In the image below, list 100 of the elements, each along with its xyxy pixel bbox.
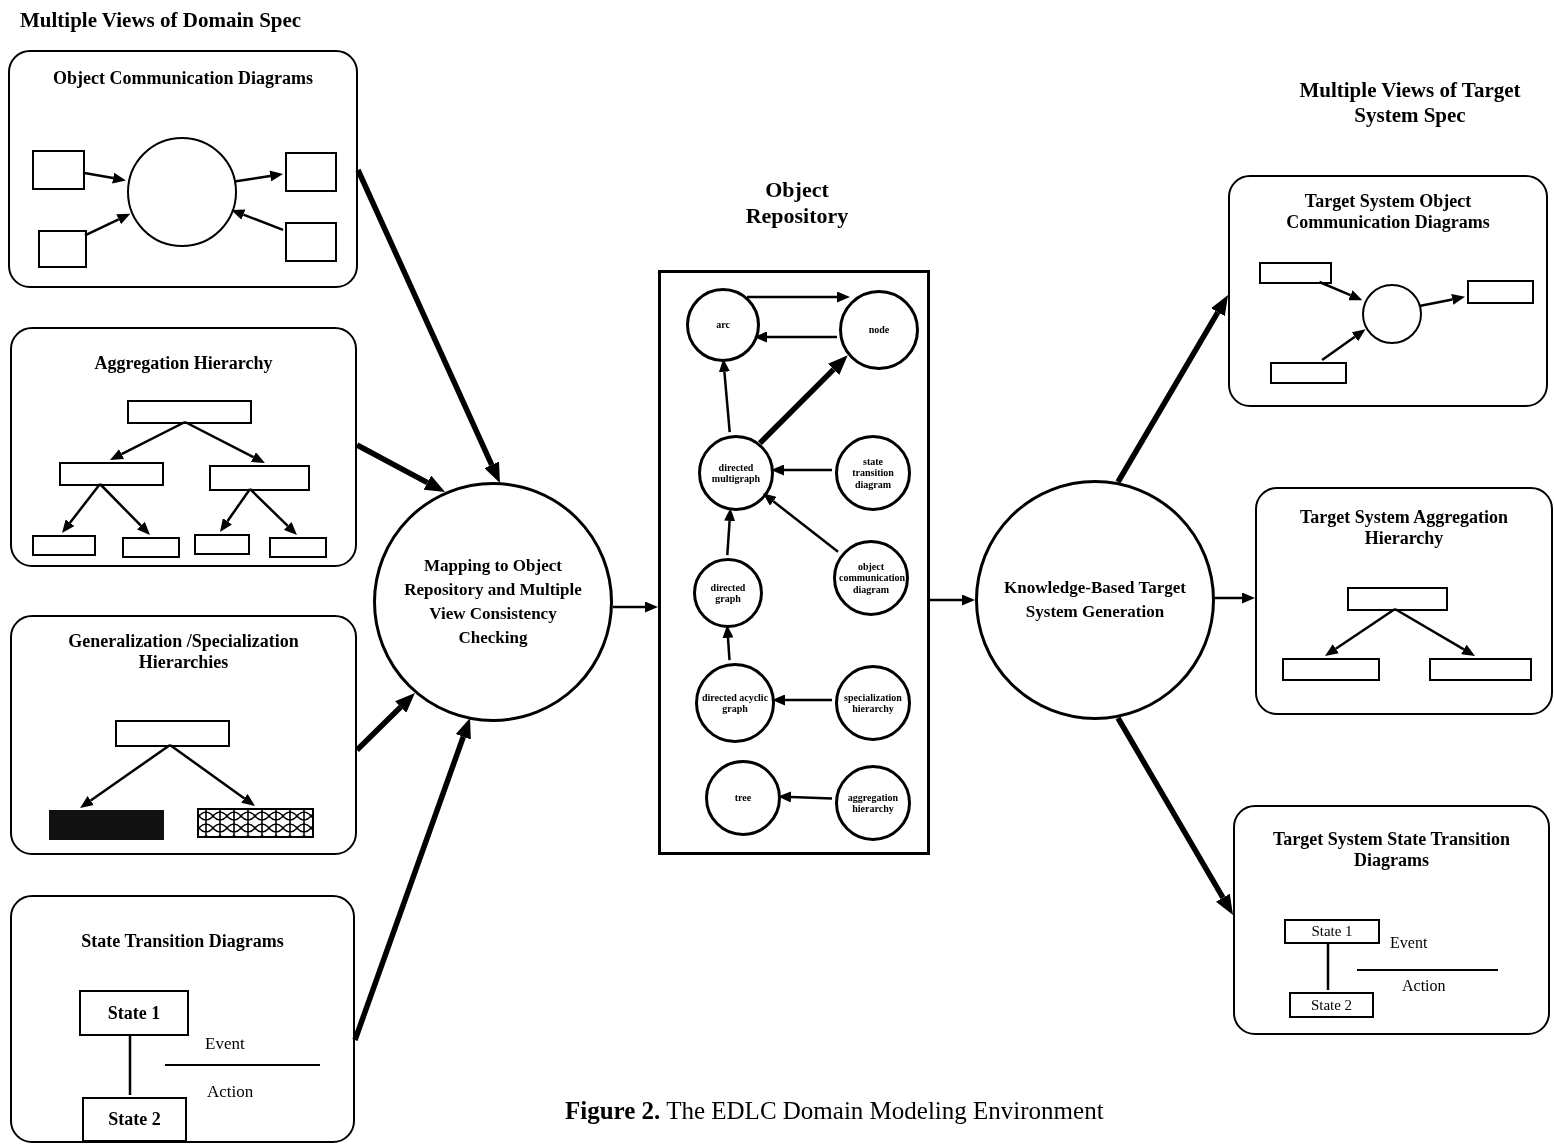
arrow [80, 743, 171, 808]
panel-title: Object Communication Diagrams [52, 68, 314, 89]
arrow [355, 692, 415, 752]
object-circle [1362, 284, 1422, 344]
object-box [269, 537, 327, 558]
hatched-box [197, 808, 314, 838]
arrow [110, 420, 186, 460]
concept-label: specialization hierarchy [843, 691, 903, 715]
concept-label: object communication diagram [839, 560, 903, 596]
concept-label: arc [715, 319, 731, 331]
object-box [38, 230, 87, 268]
arrow [1115, 716, 1233, 915]
group-heading: Multiple Views of Domain Spec [20, 8, 303, 33]
object-box [122, 537, 180, 558]
arrow [84, 213, 131, 237]
figure-caption: Figure 2. The EDLC Domain Modeling Environment [565, 1097, 1104, 1125]
arrow [82, 171, 126, 184]
arrow [1115, 294, 1229, 484]
arrow [249, 488, 297, 535]
concept-circle [705, 760, 781, 836]
process-circle [975, 480, 1215, 720]
arrow [771, 464, 832, 476]
state-label: State 2 [108, 1109, 161, 1130]
connector-line [128, 1034, 132, 1095]
object-box [1270, 362, 1347, 384]
panel-title: Target System Aggregation Hierarchy [1299, 507, 1509, 549]
concept-circle [833, 540, 909, 616]
object-box [1429, 658, 1532, 681]
arrow [757, 355, 848, 446]
panel-title: State Transition Diagrams [80, 931, 285, 952]
object-box [32, 535, 96, 556]
concept-circle [698, 435, 774, 511]
arrow [1325, 607, 1396, 657]
transition-label: Action [1402, 977, 1447, 995]
view-panel [8, 50, 358, 288]
arrow [763, 493, 839, 553]
object-box [285, 222, 337, 262]
arrow [234, 170, 284, 183]
arrow [62, 483, 101, 533]
concept-circle [835, 435, 911, 511]
arrow [1394, 607, 1475, 656]
arrow [1321, 329, 1366, 361]
object-box [115, 720, 230, 747]
state-box [82, 1097, 187, 1142]
arrow [99, 483, 150, 535]
arrow [355, 168, 500, 483]
arrow [747, 291, 850, 303]
arrow [1419, 294, 1466, 308]
arrow [772, 694, 832, 706]
object-box [127, 400, 252, 424]
object-circle [127, 137, 237, 247]
arrow [1318, 280, 1363, 301]
arrow [613, 601, 658, 613]
arrow [184, 420, 265, 464]
concept-label: aggregation hierarchy [846, 791, 900, 815]
state-label: State 1 [1311, 923, 1353, 940]
concept-circle [695, 663, 775, 743]
arrow [930, 594, 975, 606]
concept-circle [686, 288, 760, 362]
transition-label: Event [1390, 934, 1429, 952]
object-box [1282, 658, 1380, 681]
arrow [352, 717, 471, 1041]
object-box [285, 152, 337, 192]
transition-label: Event [205, 1034, 246, 1054]
object-box [32, 150, 85, 190]
group-heading: Multiple Views of Target System Spec [1298, 78, 1522, 128]
arrow [231, 209, 284, 232]
arrow [219, 488, 252, 532]
object-box [194, 534, 250, 555]
panel-title: Aggregation Hierarchy [93, 353, 274, 374]
concept-circle [835, 765, 911, 841]
state-label: State 2 [1310, 996, 1353, 1014]
object-box [59, 462, 164, 486]
panel-title: Target System Object Communication Diagrams [1285, 191, 1491, 233]
concept-label: state transition diagram [851, 455, 895, 491]
process-label: Knowledge-Based Target System Generation [1003, 577, 1187, 623]
concept-label: directed graph [709, 581, 747, 605]
panel-title: Generalization /Specialization Hierarchies [67, 631, 300, 673]
concept-label: directed acyclic graph [701, 691, 769, 715]
state-box [1289, 992, 1374, 1018]
state-box [79, 990, 189, 1036]
object-box [1259, 262, 1332, 284]
arrow [1215, 592, 1255, 604]
concept-circle [693, 558, 763, 628]
object-box [209, 465, 310, 491]
view-panel [10, 895, 355, 1143]
view-panel [10, 327, 357, 567]
process-circle [373, 482, 613, 722]
view-panel [1233, 805, 1550, 1035]
view-panel [10, 615, 357, 855]
transition-label: Action [207, 1082, 255, 1102]
arrow [169, 744, 255, 806]
connector-line [1326, 942, 1330, 990]
state-box [1284, 919, 1380, 944]
arrow [778, 791, 833, 803]
object-box [1467, 280, 1534, 304]
object-box [1347, 587, 1448, 611]
view-panel [1228, 175, 1548, 407]
process-label: Mapping to Object Repository and Multiple View Consistency Checking [403, 555, 583, 649]
concept-circle [835, 665, 911, 741]
